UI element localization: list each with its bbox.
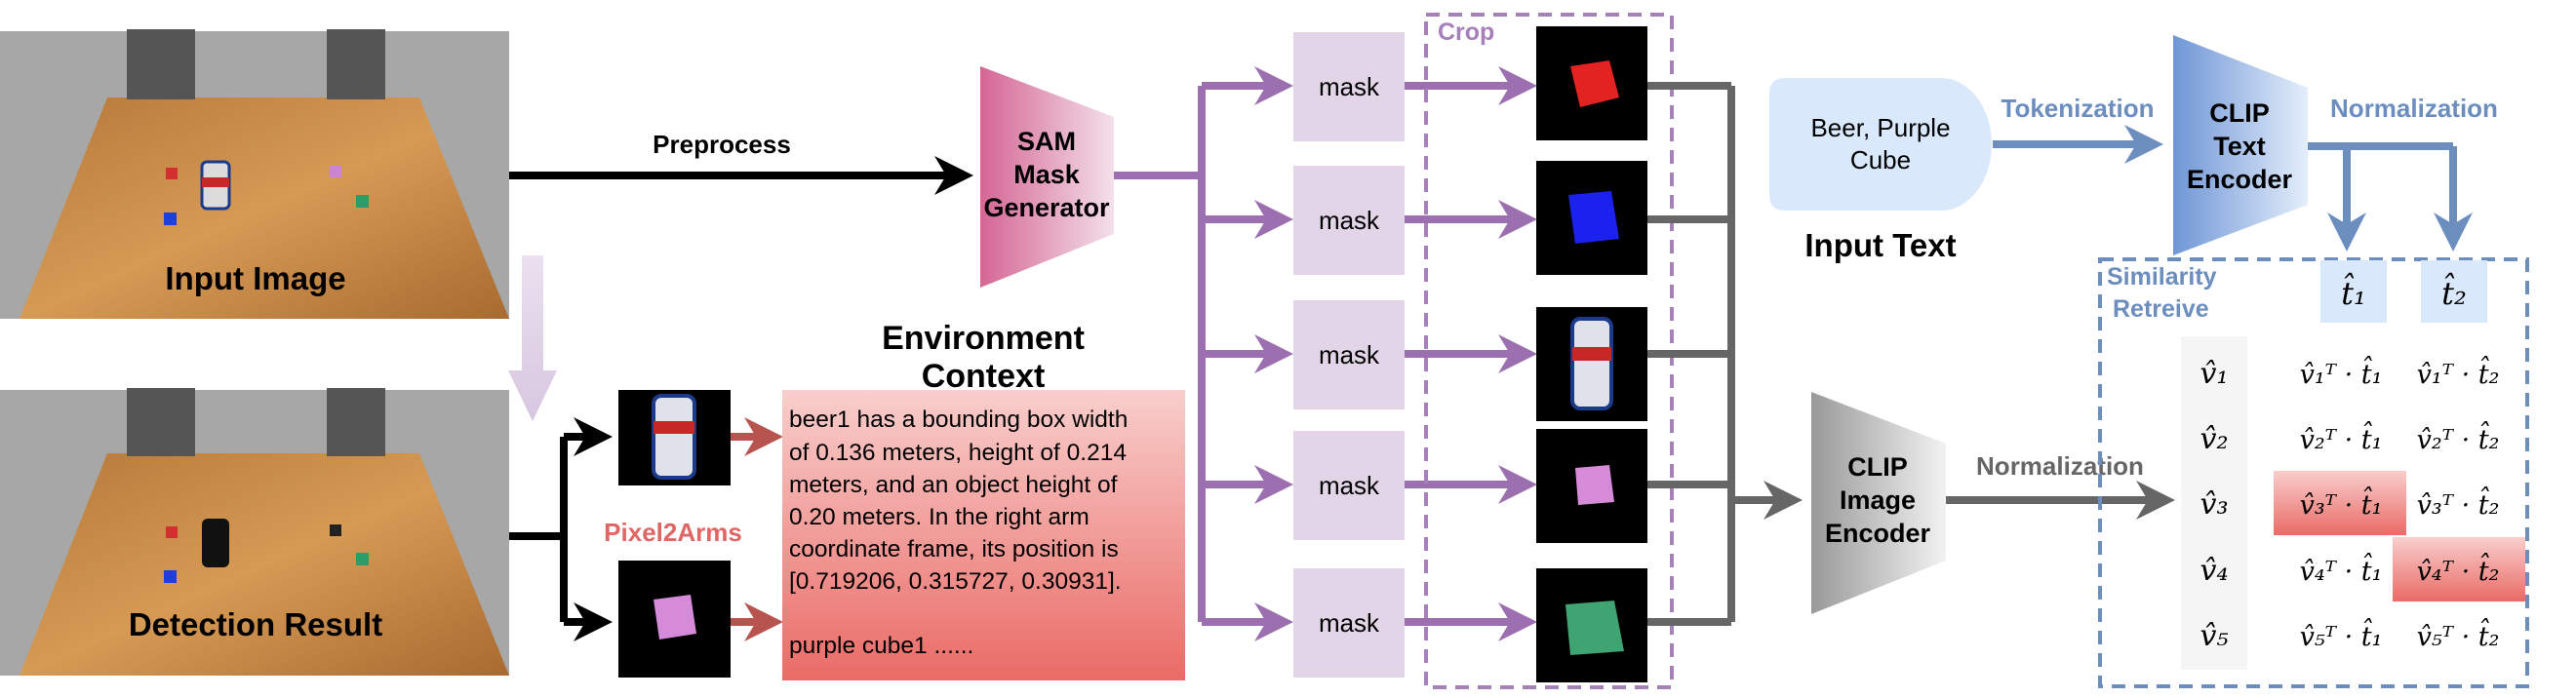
sim-cell: v̂₁ᵀ · t̂₁ — [2300, 356, 2383, 390]
detection-to-crops-connectors — [509, 417, 613, 641]
context-tail: purple cube1 ...... — [789, 633, 973, 659]
detected-crops — [618, 390, 731, 678]
clip-image-line3: Encoder — [1825, 519, 1931, 548]
sam-line2: Mask — [1013, 160, 1081, 189]
sim-cell: v̂₂ᵀ · t̂₂ — [2417, 421, 2500, 455]
t2-box — [2421, 260, 2487, 323]
input-text-caption: Input Text — [1804, 227, 1956, 263]
mask-boxes — [1293, 32, 1405, 678]
v3-label: v̂₃ — [2200, 487, 2229, 522]
similarity-title-2: Retreive — [2113, 295, 2209, 323]
sim-cell: v̂₅ᵀ · t̂₁ — [2300, 618, 2383, 652]
context-line-5: coordinate frame, its position is — [789, 536, 1119, 562]
mask-label-2: mask — [1319, 206, 1380, 235]
input-text-line2: Cube — [1850, 145, 1911, 174]
detection-result-image — [0, 388, 509, 676]
context-line-3: meters, and an object height of — [789, 472, 1118, 498]
mask-to-crop-arrows — [1405, 66, 1537, 641]
highlight-v3-t1 — [2274, 471, 2406, 535]
environment-context-title-2: Context — [922, 358, 1046, 395]
crop-thumbnails — [1536, 26, 1647, 682]
v2-label: v̂₂ — [2200, 422, 2229, 456]
mask-label-3: mask — [1319, 340, 1380, 369]
crops-to-context-arrows — [731, 417, 783, 641]
tokenization-label: Tokenization — [2001, 94, 2155, 123]
t2-label: t̂₂ — [2441, 272, 2467, 312]
mask-label-5: mask — [1319, 608, 1380, 638]
v-column — [2181, 336, 2247, 670]
sim-cell: v̂₁ᵀ · t̂₂ — [2417, 356, 2500, 390]
context-line-1: beer1 has a bounding box width — [789, 407, 1128, 433]
preprocess-label: Preprocess — [653, 130, 791, 159]
sam-mask-generator — [980, 66, 1114, 288]
environment-context-box — [782, 390, 1185, 680]
clip-text-encoder — [2173, 35, 2308, 255]
mask-label-1: mask — [1319, 72, 1380, 101]
pixel2arms-label: Pixel2Arms — [604, 518, 742, 547]
input-image-caption: Input Image — [165, 260, 345, 296]
clip-image-encoder — [1811, 392, 1946, 614]
crop-to-clip-connectors — [1647, 82, 1803, 626]
sam-line1: SAM — [1017, 127, 1076, 156]
clip-text-line3: Encoder — [2187, 165, 2293, 194]
clip-image-line2: Image — [1840, 485, 1916, 515]
clip-text-line2: Text — [2213, 132, 2266, 161]
crop-label: Crop — [1438, 19, 1494, 46]
sim-cell: v̂₃ᵀ · t̂₂ — [2417, 486, 2500, 521]
input-text-line1: Beer, Purple — [1810, 113, 1950, 142]
v4-label: v̂₄ — [2200, 554, 2229, 588]
highlight-v4-t2 — [2393, 537, 2525, 601]
sim-cell: v̂₃ᵀ · t̂₁ — [2300, 486, 2383, 521]
detection-result-caption: Detection Result — [129, 606, 382, 642]
image-normalization-label: Normalization — [1976, 451, 2144, 481]
input-text-box — [1769, 78, 1992, 211]
sam-to-mask-connectors — [1114, 66, 1293, 641]
text-normalization-label: Normalization — [2330, 94, 2498, 123]
sam-line3: Generator — [983, 193, 1110, 222]
similarity-region — [2098, 257, 2529, 688]
t1-label: t̂₁ — [2341, 272, 2366, 312]
clip-text-line1: CLIP — [2209, 98, 2270, 128]
v5-label: v̂₅ — [2200, 619, 2229, 653]
sim-cell: v̂₄ᵀ · t̂₂ — [2417, 553, 2500, 587]
similarity-title-1: Similarity — [2107, 263, 2217, 291]
sim-cell: v̂₄ᵀ · t̂₁ — [2300, 553, 2383, 587]
environment-context-title-1: Environment — [882, 320, 1085, 357]
context-line-2: of 0.136 meters, height of 0.214 — [789, 440, 1127, 466]
context-line-4: 0.20 meters. In the right arm — [789, 504, 1090, 530]
crop-region — [1424, 13, 1674, 689]
context-line-6: [0.719206, 0.315727, 0.30931]. — [789, 568, 1122, 595]
sim-cell: v̂₅ᵀ · t̂₂ — [2417, 618, 2500, 652]
sim-cell: v̂₂ᵀ · t̂₁ — [2300, 421, 2383, 455]
clip-image-line1: CLIP — [1847, 452, 1908, 482]
t1-box — [2320, 260, 2387, 323]
down-arrow — [508, 255, 557, 421]
mask-label-4: mask — [1319, 471, 1380, 500]
v1-label: v̂₁ — [2200, 357, 2229, 391]
text-normalization-arrows — [2308, 142, 2473, 252]
input-image — [0, 29, 509, 319]
